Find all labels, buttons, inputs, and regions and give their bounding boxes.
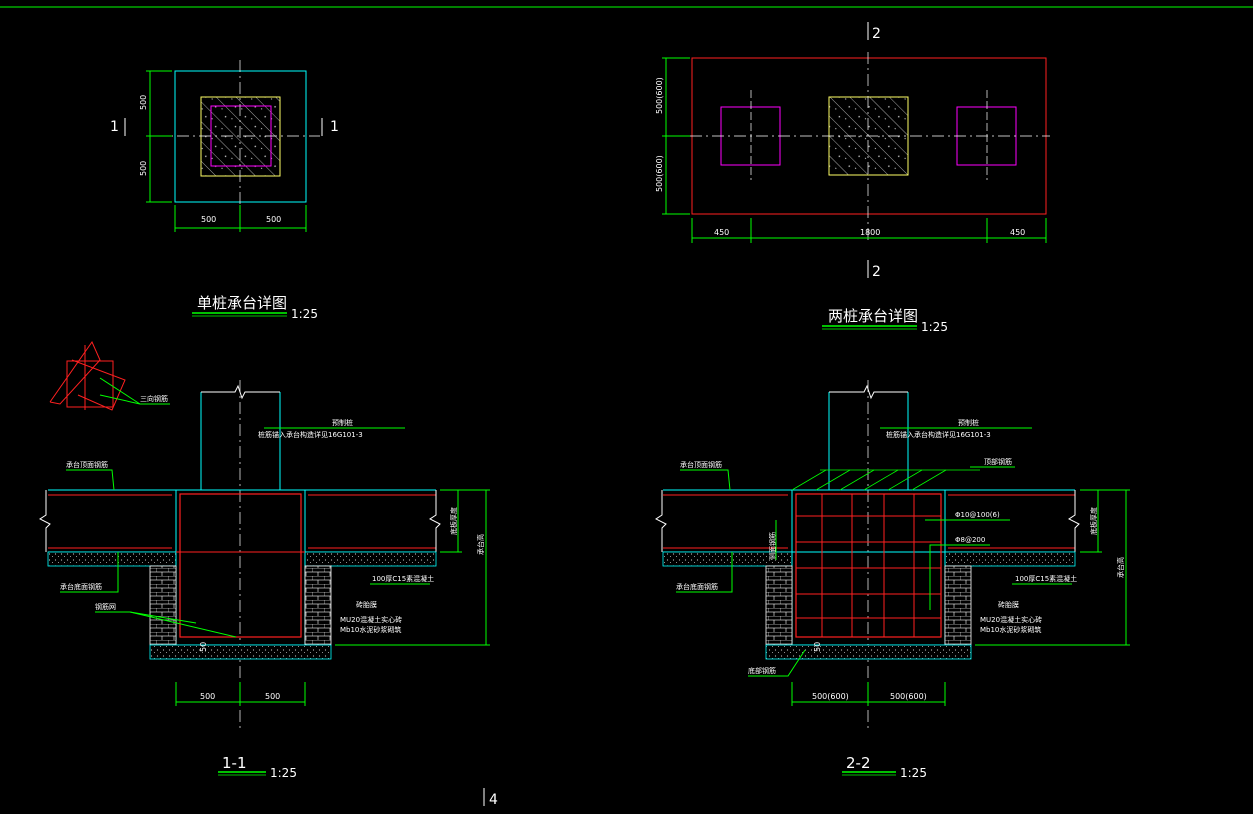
s22-top-bar: 承台顶面钢筋	[680, 460, 722, 469]
s22-cushion: 100厚C15素混凝土	[1015, 574, 1077, 583]
s11-dim-1: 500	[200, 692, 215, 701]
s11-pile-note: 桩筋锚入承台构造详见16G101-3	[258, 430, 363, 439]
section-mark-bottom: 2	[872, 264, 881, 280]
s11-cap-h: 承台高	[476, 534, 485, 555]
s22-pile-note: 桩筋锚入承台构造详见16G101-3	[886, 430, 991, 439]
s11-mesh: 钢筋网	[95, 602, 116, 611]
s22-cap-h: 承台高	[1116, 557, 1125, 578]
s22-dim-1: 500(600)	[812, 692, 849, 701]
s22-brick-spec2: Mb10水泥砂浆砌筑	[980, 625, 1041, 634]
s22-pile: 预制桩	[958, 418, 979, 427]
section-mark-left: 1	[110, 119, 119, 135]
s11-scale: 1:25	[270, 766, 297, 780]
s11-bottom-bar: 承台底面钢筋	[60, 582, 102, 591]
dim-left-2: 500(600)	[655, 155, 664, 192]
dim-bottom-1: 450	[714, 228, 729, 237]
section-2-2: 底板厚度 承台高 承台顶面钢筋 承台底面钢筋 预制桩 桩筋锚入承台构造详见16G…	[655, 380, 1130, 780]
single-pile-scale: 1:25	[291, 307, 318, 321]
section-mark-right: 1	[330, 119, 339, 135]
s11-title: 1-1	[222, 754, 247, 772]
s22-dim-2: 500(600)	[890, 692, 927, 701]
two-pile-scale: 1:25	[921, 320, 948, 334]
s22-top-mesh: 顶部钢筋	[984, 457, 1012, 466]
s22-brick-spec1: MU20混凝土实心砖	[980, 615, 1042, 624]
s22-dim-small: 50	[813, 642, 822, 652]
s22-bottom-bar: 承台底面钢筋	[676, 582, 718, 591]
s22-scale: 1:25	[900, 766, 927, 780]
s11-brick-spec2: Mb10水泥砂浆砌筑	[340, 625, 401, 634]
s11-dim-2: 500	[265, 692, 280, 701]
bottom-marker: 4	[489, 792, 498, 808]
dim-left-2: 500	[139, 161, 148, 176]
two-pile-cap-plan: 450 1800 450 500(600) 500(600) 2 2 两桩承台详…	[655, 22, 1050, 334]
cap-outline	[174, 70, 307, 203]
s11-brick: 砖胎膜	[356, 600, 377, 609]
s22-bottom: 底部钢筋	[748, 666, 776, 675]
s11-cushion: 100厚C15素混凝土	[372, 574, 434, 583]
three-way-rebar-sketch: 三向钢筋	[49, 340, 170, 411]
s22-stirrup2: Φ8@200	[955, 536, 985, 544]
dim-bottom-3: 450	[1010, 228, 1025, 237]
two-pile-title: 两桩承台详图	[828, 307, 918, 325]
single-pile-cap-plan: 500 500 500 500 1 1 单桩承台详图 1:25	[110, 60, 339, 321]
s22-brick: 砖胎膜	[998, 600, 1019, 609]
dim-left-1: 500	[139, 95, 148, 110]
s11-brick-spec1: MU20混凝土实心砖	[340, 615, 402, 624]
s22-slab-thk: 底板厚度	[1089, 507, 1098, 535]
s22-stirrup1: Φ10@100(6)	[955, 511, 1000, 519]
s11-top-bar: 承台顶面钢筋	[66, 460, 108, 469]
section-1-1: 底板厚度 承台高 承台顶面钢筋 承台底面钢筋 预制桩 桩筋锚入承台构造详见16G…	[39, 380, 490, 780]
dim-bottom-1: 500	[201, 215, 216, 224]
dim-left-1: 500(600)	[655, 77, 664, 114]
section-mark-top: 2	[872, 26, 881, 42]
s22-side-bar: 侧面钢筋	[768, 532, 777, 560]
dim-bottom-2: 1800	[860, 228, 880, 237]
s11-slab-thk: 底板厚度	[449, 507, 458, 535]
s11-pile: 预制桩	[332, 418, 353, 427]
s22-title: 2-2	[846, 754, 871, 772]
single-pile-title: 单桩承台详图	[197, 294, 287, 312]
dim-bottom-2: 500	[266, 215, 281, 224]
s11-dim-small: 50	[199, 642, 208, 652]
tri-rebar-label: 三向钢筋	[140, 394, 168, 403]
pile-square	[200, 96, 281, 177]
